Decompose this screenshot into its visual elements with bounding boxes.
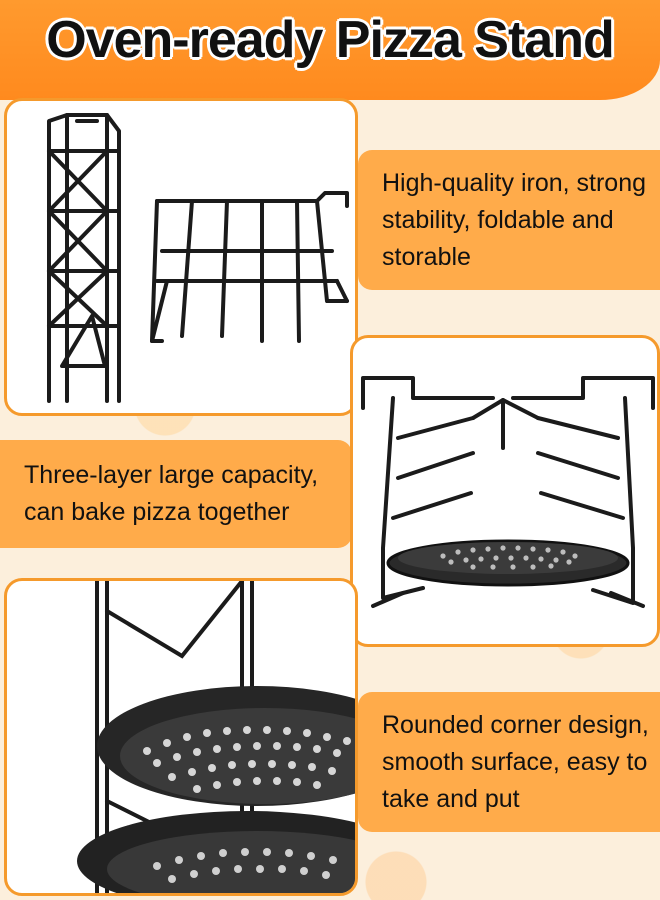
header-banner bbox=[0, 0, 660, 100]
assembled-stand-image bbox=[350, 335, 660, 647]
feature-band-2: Three-layer large capacity, can bake piz… bbox=[0, 440, 352, 548]
page-title: Oven-ready Pizza Stand bbox=[46, 11, 615, 69]
feature-band-1: High-quality iron, strong stability, fol… bbox=[358, 150, 660, 290]
folded-stand-image bbox=[4, 98, 358, 416]
feature-band-3: Rounded corner design, smooth surface, e… bbox=[358, 692, 660, 832]
closeup-pan-image bbox=[4, 578, 358, 896]
feature-text-2: Three-layer large capacity, can bake piz… bbox=[24, 461, 319, 526]
assembled-stand-illustration bbox=[361, 376, 655, 608]
folded-stand-illustration bbox=[47, 113, 349, 403]
perforated-pan-closeup-illustration bbox=[77, 581, 355, 893]
feature-text-1: High-quality iron, strong stability, fol… bbox=[382, 168, 647, 271]
feature-text-3: Rounded corner design, smooth surface, e… bbox=[382, 710, 649, 813]
